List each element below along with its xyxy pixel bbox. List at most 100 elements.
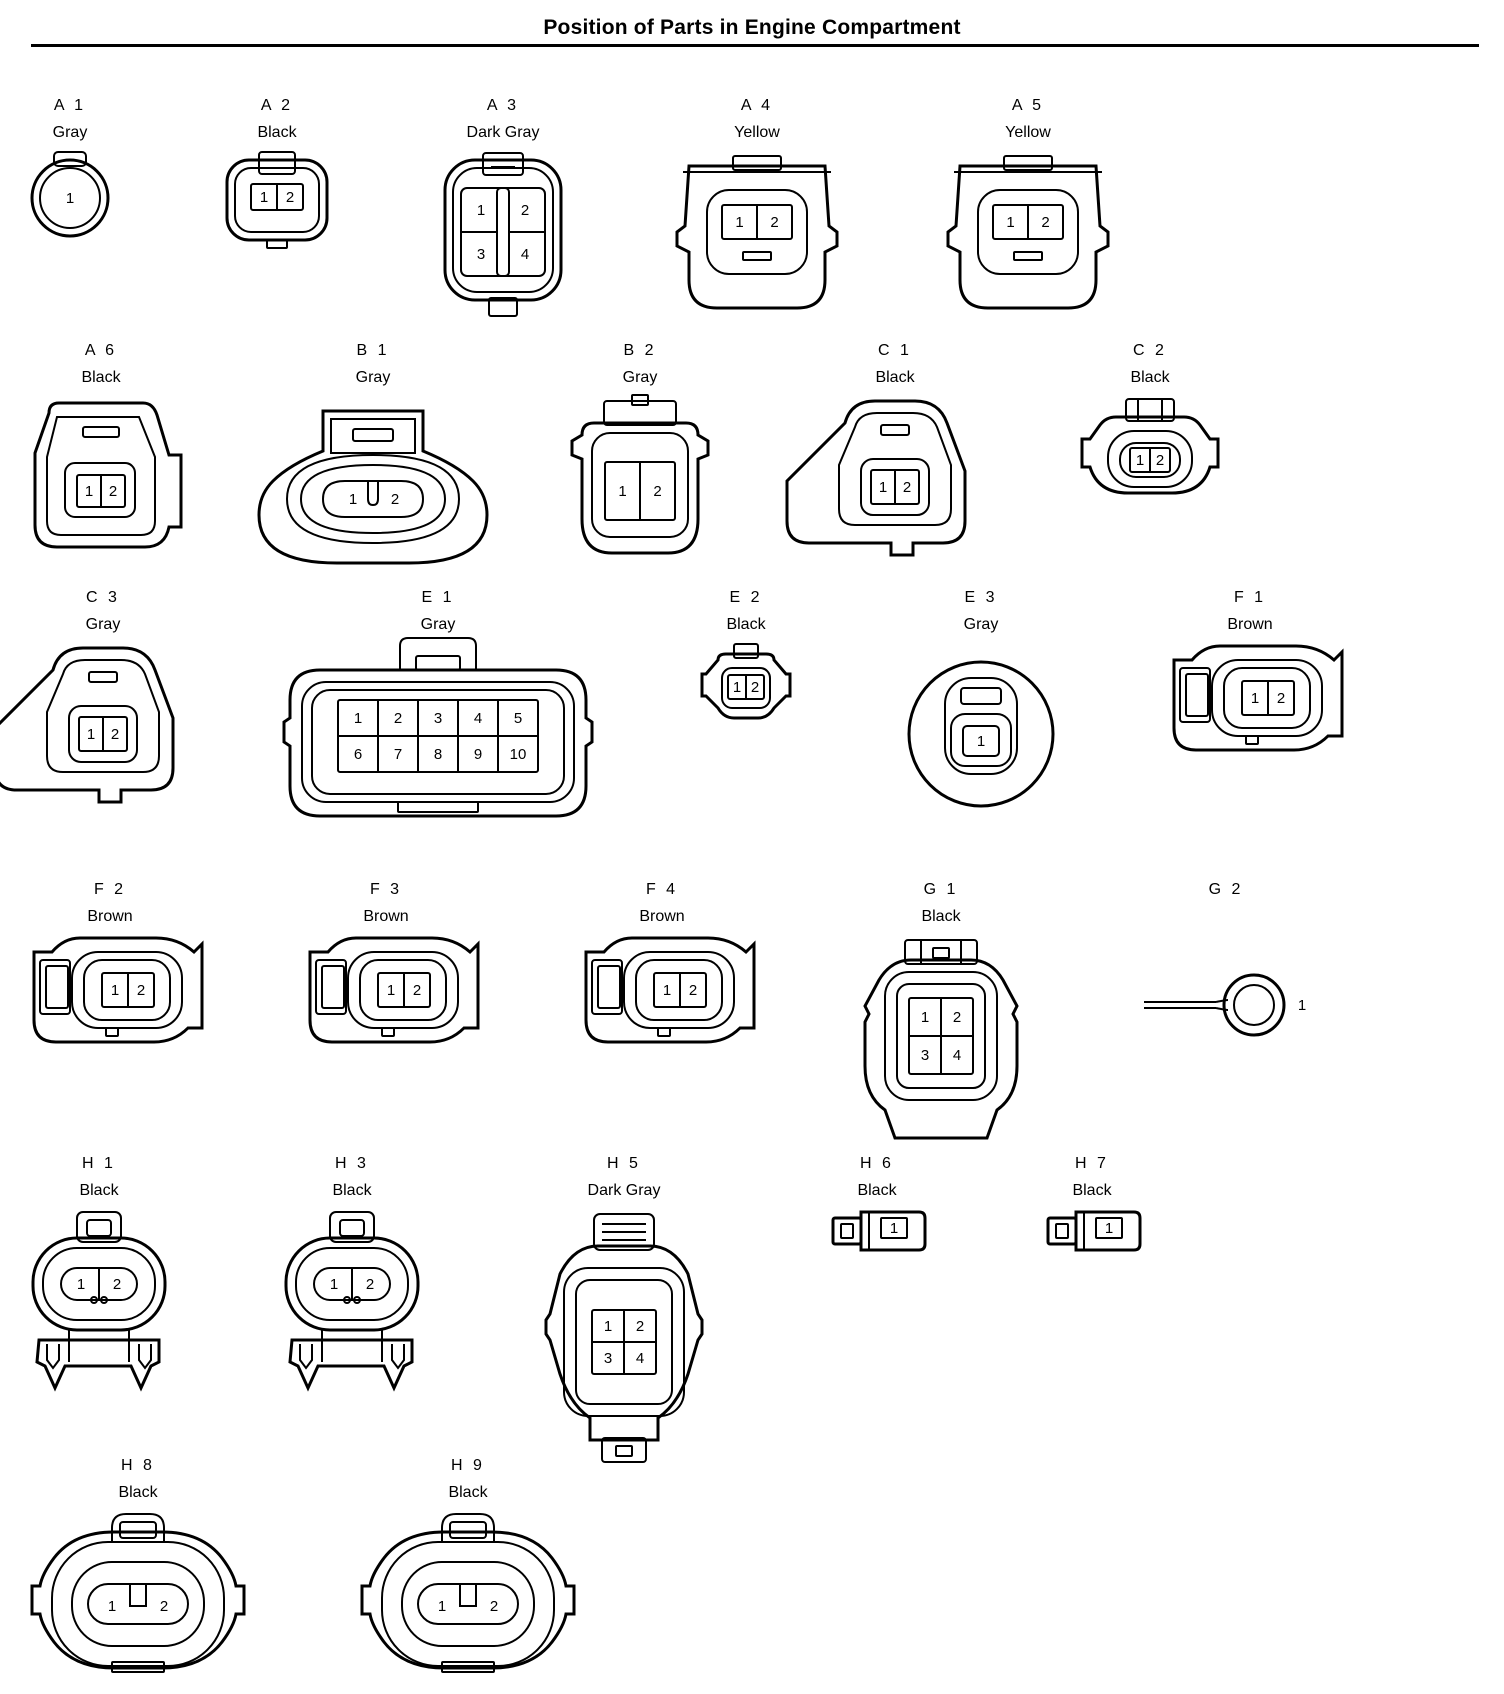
connector-id: G 2 <box>1209 881 1244 898</box>
connector-color: Black <box>448 1484 488 1501</box>
connector-color: Gray <box>53 124 88 141</box>
connector-id: F 1 <box>1234 589 1266 606</box>
pin-label: 2 <box>113 1276 121 1293</box>
pin-label: 3 <box>604 1350 612 1367</box>
pin-label: 8 <box>434 746 442 763</box>
pin-label: 2 <box>689 982 697 999</box>
pin-label: 1 <box>618 483 626 500</box>
pin-label: 6 <box>354 746 362 763</box>
connector-id: C 2 <box>1133 342 1167 359</box>
pin-label: 1 <box>260 189 268 206</box>
title-rule <box>31 44 1479 47</box>
pin-label: 2 <box>109 483 117 500</box>
pin-label: 3 <box>921 1047 929 1064</box>
connector-id: E 2 <box>729 589 762 606</box>
page-title: Position of Parts in Engine Compartment <box>543 16 961 39</box>
pin-label: 4 <box>636 1350 644 1367</box>
connector-color: Yellow <box>734 124 780 141</box>
connector-id: A 6 <box>85 342 117 359</box>
pin-label: 2 <box>636 1318 644 1335</box>
pin-label: 1 <box>387 982 395 999</box>
connector-color: Brown <box>363 908 408 925</box>
pin-label: 1 <box>111 982 119 999</box>
connector-color: Black <box>875 369 915 386</box>
pin-label: 1 <box>330 1276 338 1293</box>
connector-color: Gray <box>623 369 658 386</box>
connector-id: A 4 <box>741 97 773 114</box>
pin-label: 1 <box>733 679 741 696</box>
pin-label: 2 <box>751 679 759 696</box>
connector-id: H 8 <box>121 1457 155 1474</box>
connector-id: B 1 <box>356 342 389 359</box>
connector-shape: 1 <box>1144 973 1306 1037</box>
pin-label: 1 <box>438 1598 446 1615</box>
pin-label: 1 <box>349 491 357 508</box>
connector-id: E 3 <box>964 589 997 606</box>
pin-label: 2 <box>394 710 402 727</box>
pin-label: 1 <box>921 1009 929 1026</box>
connector-color: Brown <box>1227 616 1272 633</box>
pin-label: 5 <box>514 710 522 727</box>
pin-label: 2 <box>903 479 911 496</box>
pin-label: 1 <box>604 1318 612 1335</box>
connector-id: F 2 <box>94 881 126 898</box>
connector-color: Brown <box>639 908 684 925</box>
pin-label: 1 <box>1298 997 1306 1014</box>
connector-id: B 2 <box>623 342 656 359</box>
pin-label: 2 <box>366 1276 374 1293</box>
pin-label: 9 <box>474 746 482 763</box>
connector-color: Brown <box>87 908 132 925</box>
pin-label: 2 <box>521 202 529 219</box>
pin-label: 1 <box>477 202 485 219</box>
pin-label: 2 <box>490 1598 498 1615</box>
connector-color: Black <box>79 1182 119 1199</box>
connector-shape: 1 2 3 4 <box>544 1213 704 1463</box>
connector-color: Black <box>1072 1182 1112 1199</box>
connector-color: Gray <box>421 616 456 633</box>
connector-color: Black <box>332 1182 372 1199</box>
pin-label: 1 <box>663 982 671 999</box>
pin-label: 4 <box>953 1047 961 1064</box>
pin-label: 1 <box>1251 690 1259 707</box>
connector-g2: G 2 1 <box>1144 881 1306 1037</box>
connector-id: H 7 <box>1075 1155 1109 1172</box>
connector-id: C 3 <box>86 589 120 606</box>
connector-color: Black <box>726 616 766 633</box>
connector-id: C 1 <box>878 342 912 359</box>
connector-shape: 1 <box>907 660 1055 808</box>
pin-label: 2 <box>653 483 661 500</box>
connector-id: G 1 <box>924 881 959 898</box>
connector-color: Black <box>1130 369 1170 386</box>
pin-label: 1 <box>354 710 362 727</box>
pin-label: 2 <box>770 214 778 231</box>
connector-color: Black <box>857 1182 897 1199</box>
